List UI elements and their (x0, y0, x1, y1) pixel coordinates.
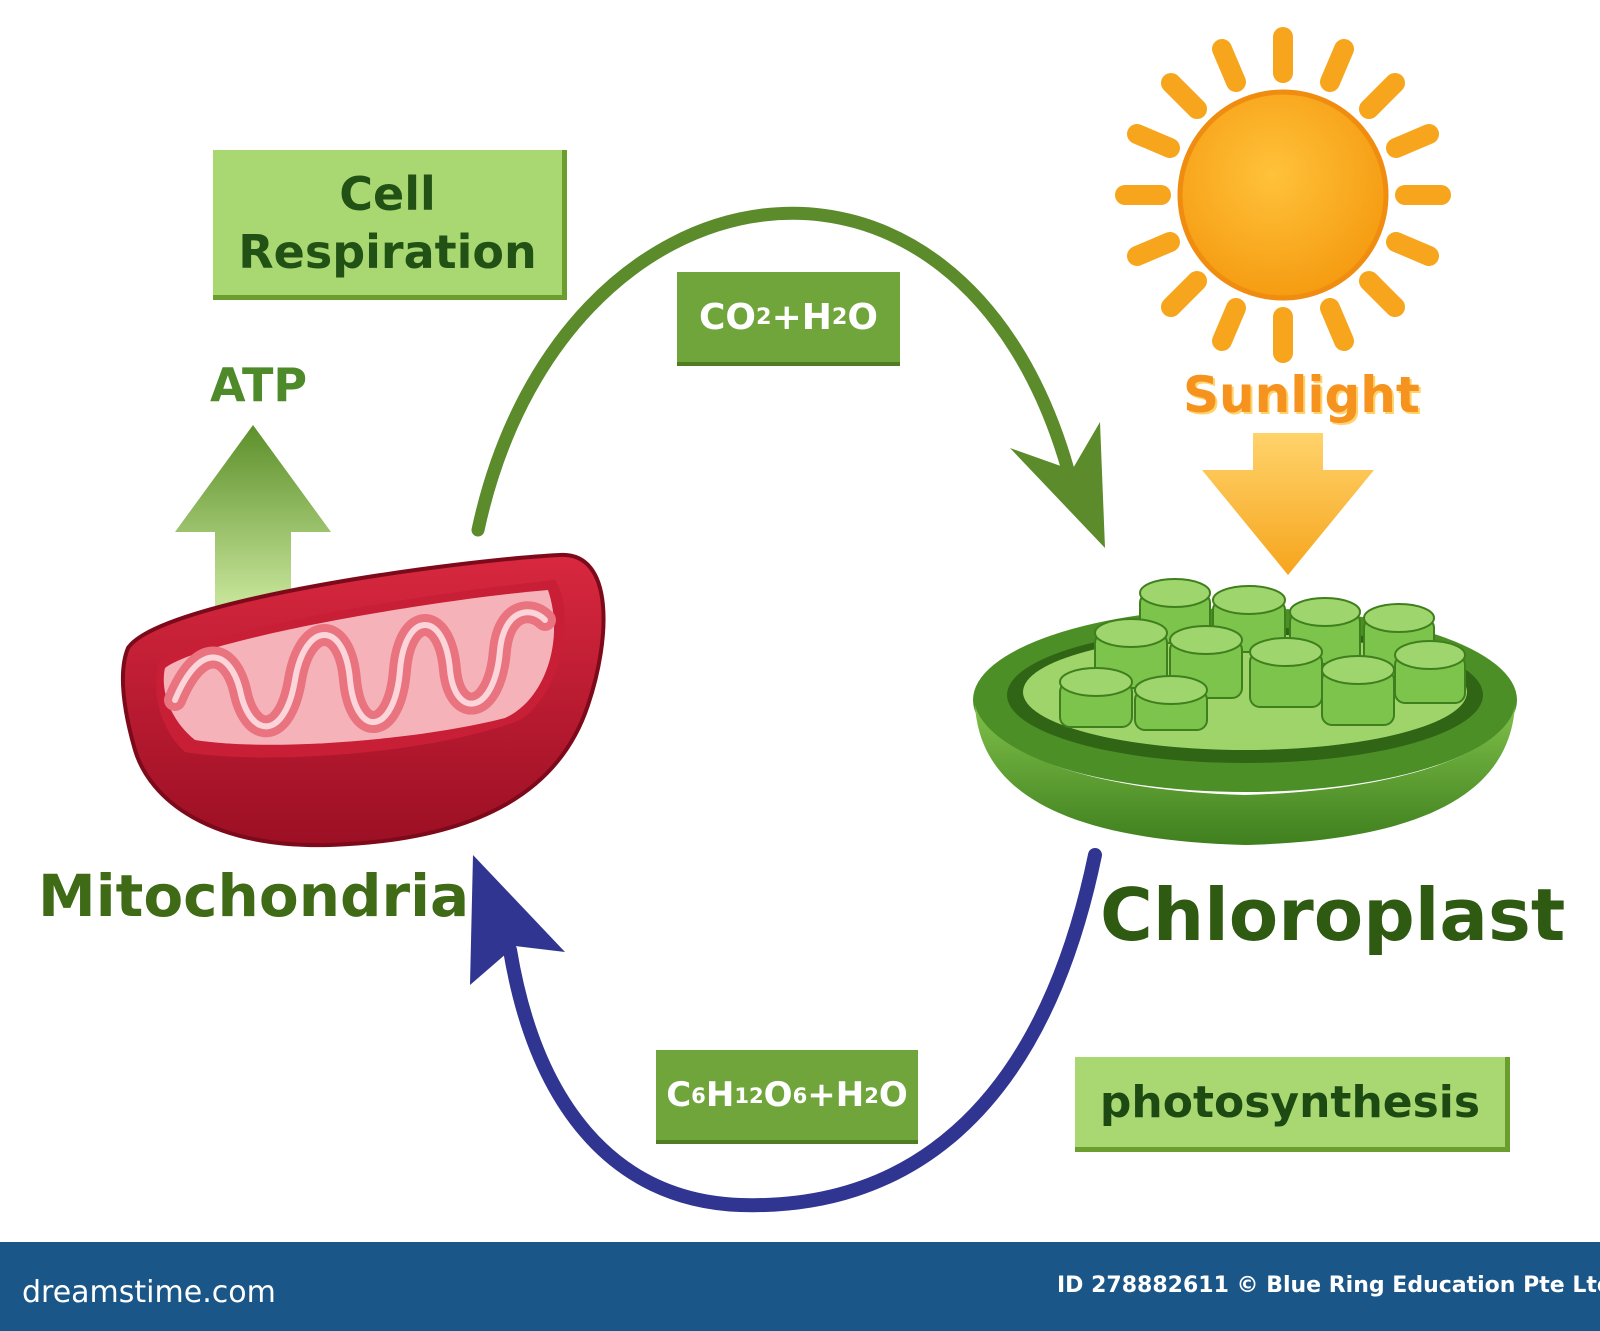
diagram-canvas (120, 27, 1517, 1213)
co2-water-arrow (471, 206, 1105, 548)
cell-respiration-text: Cell Respiration (238, 166, 537, 279)
footer-bar (0, 1242, 1600, 1331)
footer-credit: ID 278882611 © Blue Ring Education Pte L… (1057, 1273, 1600, 1298)
mitochondria-label: Mitochondria (38, 862, 470, 930)
sun-icon (1115, 27, 1451, 363)
chloroplast-icon (973, 578, 1517, 845)
atp-label: ATP (210, 358, 308, 412)
photosynthesis-text: photosynthesis (1099, 1076, 1481, 1128)
sunlight-down-arrow-icon (1202, 433, 1374, 575)
atp-up-arrow-icon (175, 425, 331, 608)
mitochondria-icon (120, 552, 606, 848)
cell-respiration-label: Cell Respiration (213, 150, 567, 300)
sunlight-label: Sunlight (1183, 366, 1420, 424)
photosynthesis-label: photosynthesis (1075, 1057, 1510, 1152)
glucose-water-arrow (470, 848, 1102, 1213)
chloroplast-label: Chloroplast (1100, 873, 1566, 957)
footer-brand[interactable]: dreamstime.com (22, 1275, 276, 1310)
